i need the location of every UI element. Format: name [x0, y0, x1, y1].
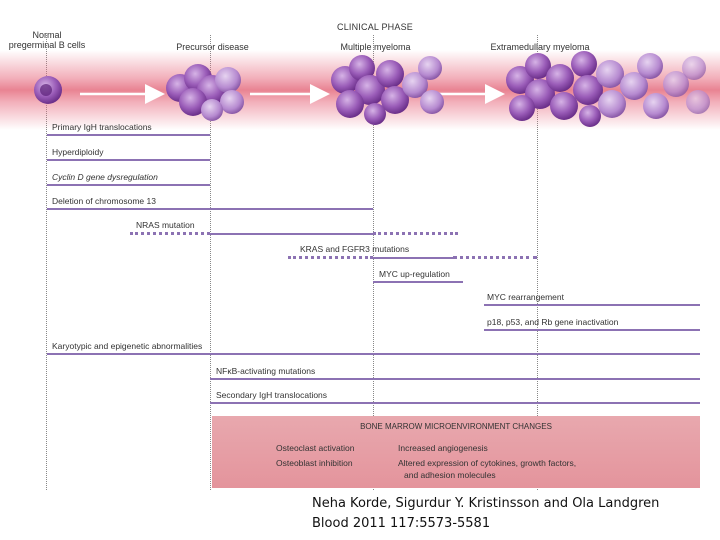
precursor-cell-cluster [166, 64, 244, 121]
event-label: Deletion of chromosome 13 [52, 196, 156, 206]
event-bar-dotted [373, 232, 458, 235]
event-label: Karyotypic and epigenetic abnormalities [52, 341, 203, 351]
clinical-phase-title: CLINICAL PHASE [337, 22, 413, 32]
microenvironment-item: Increased angiogenesis [398, 443, 488, 453]
event-bar [47, 184, 210, 186]
stage-divider [537, 35, 538, 490]
event-bar [47, 208, 373, 210]
event-bar [47, 159, 210, 161]
stage-divider [373, 35, 374, 490]
event-bar [373, 281, 463, 283]
event-label: MYC rearrangement [487, 292, 565, 302]
event-bar [47, 353, 700, 355]
event-bar-dotted [453, 256, 537, 259]
event-bar [210, 233, 373, 235]
microenvironment-item: and adhesion molecules [404, 470, 496, 480]
stage-divider [46, 35, 47, 490]
myeloma-cell-cluster [331, 55, 444, 125]
stage-extramedullary-label: Extramedullary myeloma [490, 42, 590, 52]
event-bar [47, 134, 210, 136]
stage-divider [210, 35, 211, 490]
microenvironment-item: Altered expression of cytokines, growth … [398, 458, 577, 468]
event-label: Hyperdiploidy [52, 147, 104, 157]
credit-citation: Blood 2011 117:5573-5581 [312, 516, 491, 531]
event-bar [484, 304, 700, 306]
stage-normal-label: Normal pregerminal B cells [8, 30, 86, 50]
event-label: Cyclin D gene dysregulation [52, 172, 158, 182]
event-bar [484, 329, 700, 331]
event-bar [210, 402, 700, 404]
bone-marrow-microenvironment-panel: BONE MARROW MICROENVIRONMENT CHANGES Ost… [212, 416, 700, 488]
event-label: p18, p53, and Rb gene inactivation [487, 317, 619, 327]
stage-myeloma-label: Multiple myeloma [340, 42, 411, 52]
credit-authors: Neha Korde, Sigurdur Y. Kristinsson and … [312, 496, 660, 511]
extramedullary-cell-cluster [506, 51, 710, 127]
event-bar [210, 378, 700, 380]
cell-illustration [34, 51, 710, 127]
event-bar-dotted [288, 256, 373, 259]
stage-precursor-label: Precursor disease [176, 42, 249, 52]
event-label: Primary IgH translocations [52, 122, 152, 132]
event-bar [373, 257, 453, 259]
event-label: NRAS mutation [136, 220, 195, 230]
microenvironment-item: Osteoclast activation [276, 443, 355, 453]
microenvironment-item: Osteoblast inhibition [276, 458, 353, 468]
event-label: KRAS and FGFR3 mutations [300, 244, 410, 254]
event-label: NFκB-activating mutations [216, 366, 316, 376]
event-label: Secondary IgH translocations [216, 390, 328, 400]
microenvironment-title: BONE MARROW MICROENVIRONMENT CHANGES [360, 422, 552, 431]
event-bar-dotted [130, 232, 210, 235]
event-label: MYC up-regulation [379, 269, 450, 279]
